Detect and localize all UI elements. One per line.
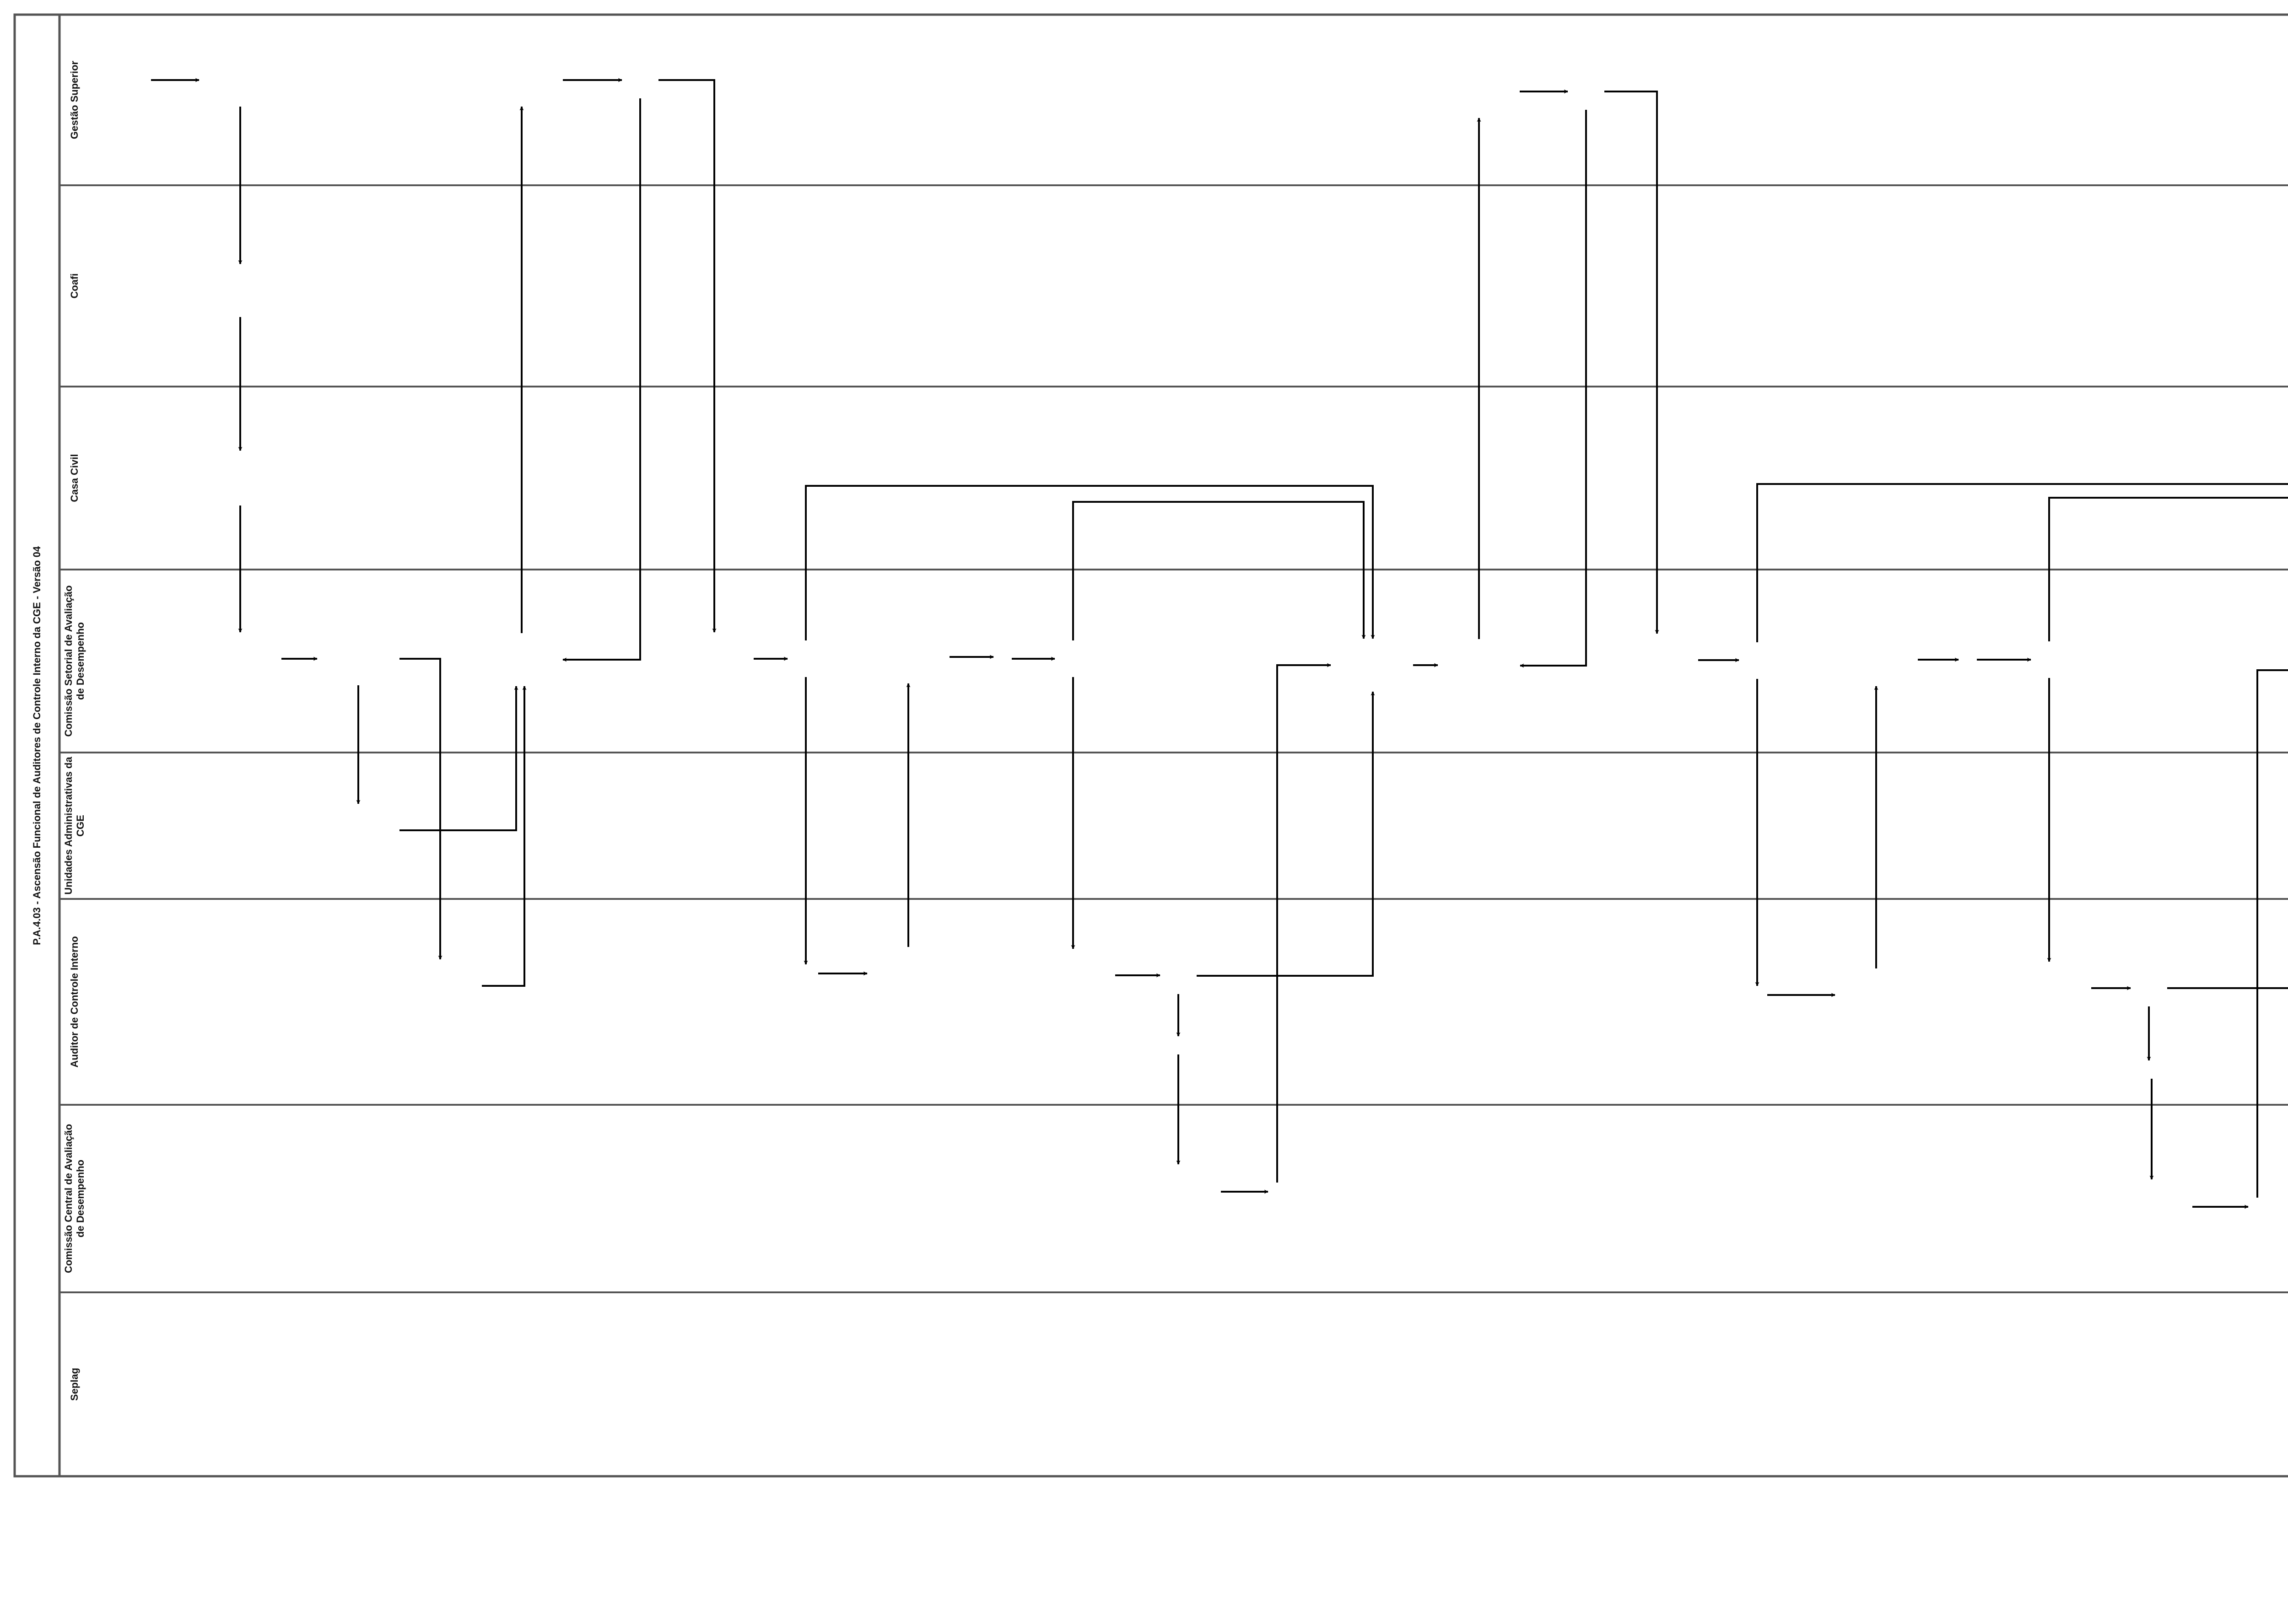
sequence-flow <box>1520 110 1587 668</box>
lane-gestao: Gestão Superior <box>58 15 80 185</box>
lane-label: Casa Civil <box>69 454 80 502</box>
sequence-flow <box>2167 987 2288 989</box>
lane-central: Comissão Central de Avaliaçãode Desempen… <box>58 1104 2288 1292</box>
sequence-flow <box>482 686 527 987</box>
lane-auditor: Auditor de Controle Interno <box>58 898 2288 1105</box>
sequence-flow <box>2256 669 2288 1198</box>
lane-label: Comissão Setorial de Avaliaçãode Desempe… <box>63 586 86 737</box>
pool: P.A.4.03 - Ascensão Funcional de Auditor… <box>13 13 2288 1478</box>
sequence-flow <box>562 98 641 662</box>
sequence-flow <box>2048 497 2288 641</box>
sequence-flow <box>658 79 717 633</box>
sequence-flow <box>1276 663 1331 1183</box>
sequence-flow <box>805 485 1375 640</box>
lane-label: Comissão Central de Avaliaçãode Desempen… <box>63 1124 86 1273</box>
lane-label: Auditor de Controle Interno <box>69 936 80 1067</box>
pool-border <box>13 13 2288 1478</box>
sequence-flow <box>399 686 518 831</box>
sequence-flow <box>1604 91 1659 634</box>
lane-setorial: Comissão Setorial de Avaliaçãode Desempe… <box>58 569 2288 753</box>
sequence-flows <box>151 78 2288 1209</box>
sequence-flow <box>1197 691 1375 977</box>
lane-casacivil: Casa Civil <box>58 386 2288 570</box>
sequence-flow <box>1756 483 2288 642</box>
lane-label: Unidades Administrativas daCGE <box>63 757 86 895</box>
lane-label: Seplag <box>69 1368 80 1401</box>
lane-label: Coafi <box>69 274 80 299</box>
lane-seplag: Seplag <box>58 1291 2288 1476</box>
lane-unidades: Unidades Administrativas daCGE <box>58 752 2288 899</box>
lane-label: Gestão Superior <box>69 60 80 139</box>
sequence-flow <box>1072 501 1366 640</box>
sequence-flow <box>399 658 442 960</box>
lane-coafi: Coafi <box>58 184 2288 387</box>
pool-title: P.A.4.03 - Ascensão Funcional de Auditor… <box>31 546 43 945</box>
